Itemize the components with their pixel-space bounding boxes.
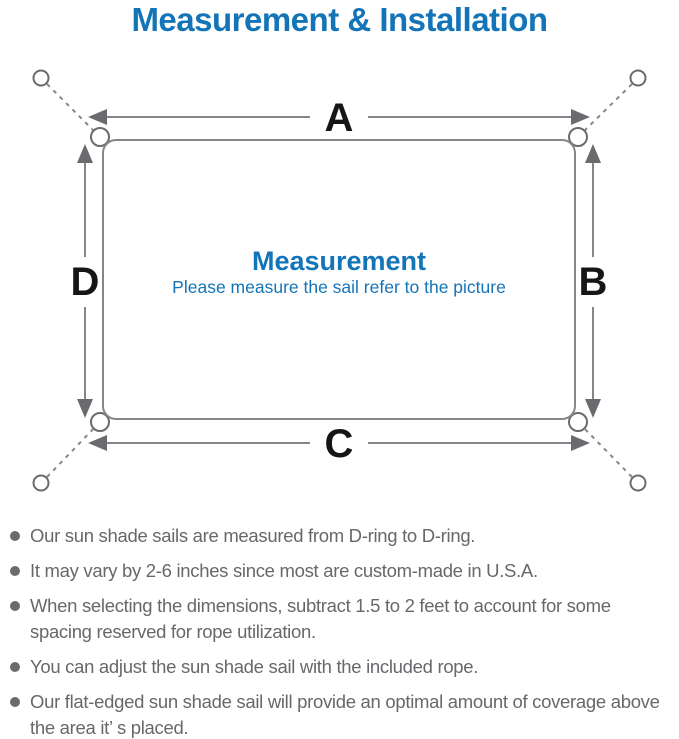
measurement-diagram: A C D B Measurement Please meas [32,69,647,492]
list-item: You can adjust the sun shade sail with t… [10,654,675,680]
bullet-icon [10,566,20,576]
list-item: When selecting the dimensions, subtract … [10,593,675,645]
dimension-c: C [88,422,590,466]
dimension-a: A [88,96,590,140]
bullet-icon [10,531,20,541]
rope-dashed-line-top-right [579,83,633,136]
bullet-icon [10,601,20,611]
corner-d-ring-bottom-right [568,412,588,432]
arrowhead-right-icon [571,435,590,451]
dimension-label-d: D [71,260,100,304]
rope-dashed-line-bottom-left [46,423,99,478]
anchor-ring-bottom-right [629,474,647,492]
shade-sail-outline [102,139,576,420]
note-text: It may vary by 2-6 inches since most are… [30,560,538,581]
dimension-label-b: B [579,260,608,304]
notes-list: Our sun shade sails are measured from D-… [10,523,675,739]
note-text: You can adjust the sun shade sail with t… [30,656,479,677]
dimension-label-a: A [325,96,354,140]
page-title: Measurement & Installation [131,1,548,38]
dimension-label-c: C [325,422,354,466]
anchor-rings [32,69,647,492]
anchor-ring-top-left [32,69,50,87]
corner-d-ring-top-left [90,127,110,147]
arrowhead-up-icon [585,144,601,163]
note-text: Our sun shade sails are measured from D-… [30,525,476,546]
arrowhead-right-icon [571,109,590,125]
note-text: Our flat-edged sun shade sail will provi… [30,691,660,738]
bullet-icon [10,662,20,672]
list-item: Our flat-edged sun shade sail will provi… [10,689,675,739]
corner-d-ring-top-right [568,127,588,147]
diagram-subtitle: Please measure the sail refer to the pic… [172,277,506,297]
arrowhead-left-icon [88,109,107,125]
arrowhead-down-icon [585,399,601,418]
anchor-ring-bottom-left [32,474,50,492]
list-item: It may vary by 2-6 inches since most are… [10,558,675,584]
dimension-b: B [579,144,608,418]
rope-dashed-line-bottom-right [579,423,633,478]
corner-d-rings [90,127,588,432]
rope-dashed-line-top-left [46,83,99,136]
diagram-heading: Measurement [252,246,426,276]
arrowhead-up-icon [77,144,93,163]
corner-d-ring-bottom-left [90,412,110,432]
note-text: When selecting the dimensions, subtract … [30,595,611,642]
list-item: Our sun shade sails are measured from D-… [10,523,675,549]
dimension-d: D [71,144,100,418]
bullet-icon [10,697,20,707]
anchor-ring-top-right [629,69,647,87]
arrowhead-left-icon [88,435,107,451]
arrowhead-down-icon [77,399,93,418]
rope-dashed-lines [46,83,633,478]
